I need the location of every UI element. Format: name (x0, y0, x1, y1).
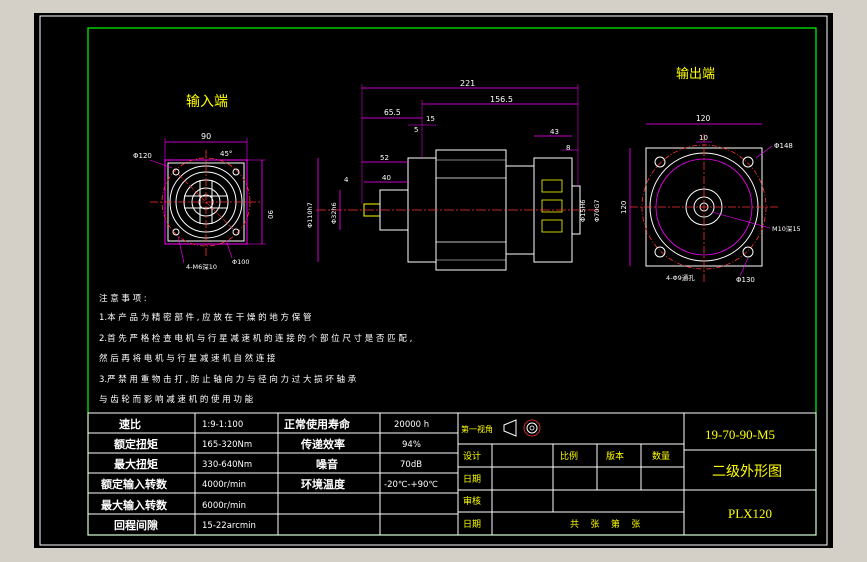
dim-motor-spigot: Φ70G7 (593, 199, 601, 222)
dim-output-pcd: Φ130 (736, 276, 755, 284)
dim-input-angle: 45° (220, 150, 232, 158)
spec-label: 额定输入转数 (101, 477, 168, 491)
output-end-view: 输出端 120 10 Φ148 120 M10深15 4-Φ9通孔 Φ130 (620, 66, 801, 284)
dim-15: 15 (426, 115, 435, 123)
title-block: 第一视角 设计 比例 版本 数量 日期 审核 日期 共 张 第 张 19-70-… (461, 419, 782, 530)
quantity-label: 数量 (652, 450, 670, 462)
sheet-count: 共 张 第 张 (570, 518, 640, 530)
model-number: PLX120 (728, 506, 772, 521)
spec-label-2: 正常使用寿命 (284, 417, 351, 431)
output-view-label: 输出端 (676, 66, 715, 82)
spec-value-2: 94% (402, 440, 421, 450)
spec-rows: 速比 1:9-1:100 正常使用寿命 20000 h 额定扭矩 165-320… (101, 417, 438, 532)
review-label: 审核 (463, 495, 481, 507)
spec-label: 最大扭矩 (114, 457, 158, 471)
dim-output-width: 120 (696, 114, 711, 123)
dim-input-pcd: Φ120 (133, 152, 152, 160)
spec-label: 回程间隙 (114, 518, 158, 532)
design-label: 设计 (463, 450, 481, 462)
input-end-view: 输入端 90 Φ120 45° 90 4 (133, 94, 274, 271)
dim-input-height: 90 (266, 210, 274, 219)
dim-output-tap: M10深15 (772, 224, 801, 233)
projection-symbol-icon (503, 419, 541, 437)
spec-label: 最大输入转数 (101, 498, 168, 512)
dim-spigot-dia: Φ110h7 (306, 202, 314, 228)
spec-label-2: 环境温度 (301, 477, 346, 491)
dim-4: 4 (344, 176, 349, 184)
drawing-name: 二级外形图 (712, 464, 782, 480)
spec-value: 15-22arcmin (202, 521, 256, 531)
spec-value: 165-320Nm (202, 440, 252, 450)
spec-value: 330-640Nm (202, 460, 252, 470)
notes: 注 意 事 项 : 1.本 产 品 为 精 密 部 件 , 应 放 在 干 燥 … (99, 293, 412, 405)
dim-body-length: 156.5 (490, 95, 513, 104)
dim-input-width: 90 (201, 132, 211, 141)
dim-key-width: 10 (699, 134, 708, 142)
note-line-1: 1.本 产 品 为 精 密 部 件 , 应 放 在 干 燥 的 地 方 保 管 (99, 312, 311, 323)
dim-input-holes: 4-M6深10 (186, 262, 217, 271)
dim-bore-dia: Φ15H6 (579, 200, 587, 222)
edition-label: 版本 (606, 450, 624, 462)
dim-shaft-dia: Φ32h6 (330, 202, 338, 224)
dim-output-holes: 4-Φ9通孔 (666, 273, 695, 282)
date-label-1: 日期 (463, 474, 481, 485)
dim-overall-length: 221 (460, 79, 475, 88)
spec-label: 额定扭矩 (114, 437, 158, 451)
scale-label: 比例 (560, 450, 578, 462)
spec-label: 速比 (119, 417, 141, 431)
note-line-2: 2.首 先 严 格 检 查 电 机 与 行 星 减 速 机 的 连 接 的 个 … (99, 333, 412, 344)
dim-52: 52 (380, 154, 389, 162)
note-line-4: 3.严 禁 用 重 物 击 打 , 防 止 轴 向 力 与 径 向 力 过 大 … (99, 374, 357, 385)
notes-title: 注 意 事 项 : (99, 293, 147, 304)
note-line-3: 然 后 再 将 电 机 与 行 星 减 速 机 自 然 连 接 (99, 353, 276, 364)
note-line-5: 与 齿 轮 而 影 响 减 速 机 的 使 用 功 能 (99, 394, 254, 405)
side-view: 221 156.5 65.5 15 5 52 40 4 43 8 Φ110h7 … (306, 79, 601, 271)
spec-value-2: -20℃-+90℃ (384, 480, 438, 490)
spec-value: 6000r/min (202, 501, 246, 511)
dim-8: 8 (566, 144, 570, 152)
spec-value-2: 70dB (400, 460, 422, 470)
spec-value-2: 20000 h (394, 420, 429, 430)
dim-43: 43 (550, 128, 559, 136)
dim-40: 40 (382, 174, 391, 182)
spec-table (87, 412, 459, 536)
spec-label-2: 传递效率 (300, 437, 345, 451)
dim-input-spigot: Φ100 (232, 258, 250, 266)
dim-5: 5 (414, 126, 418, 134)
dim-output-height: 120 (620, 201, 628, 214)
sheet-background (34, 13, 833, 548)
input-view-label: 输入端 (186, 94, 228, 110)
spec-value: 4000r/min (202, 480, 246, 490)
spec-value: 1:9-1:100 (202, 420, 243, 430)
spec-label-2: 噪音 (316, 457, 338, 471)
title-block-grid (457, 412, 817, 536)
drawing-number: 19-70-90-M5 (705, 427, 775, 442)
date-label-2: 日期 (463, 519, 481, 530)
outer-frame (39, 15, 828, 546)
dim-shaft-flange: 65.5 (384, 108, 401, 117)
dim-output-flange-dia: Φ148 (774, 142, 793, 150)
projection-label: 第一视角 (461, 424, 493, 434)
